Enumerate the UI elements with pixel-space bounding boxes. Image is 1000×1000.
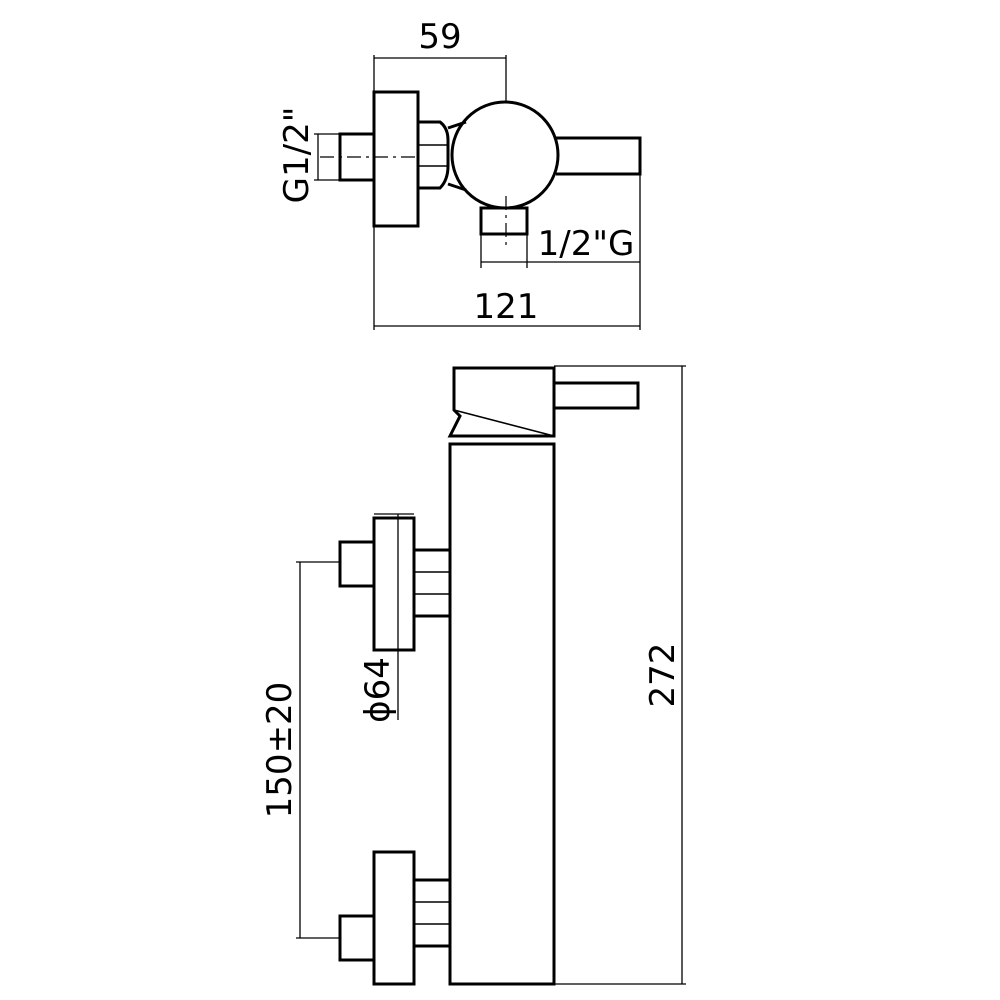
dim-g12-label: G1/2" — [277, 107, 317, 204]
side-upper-hex-nut — [412, 548, 452, 618]
dim-272-label: 272 — [643, 643, 683, 708]
top-view: 59 G1/2" 1/2"G 121 — [277, 17, 642, 330]
side-view: 150±20 ϕ64 272 — [260, 365, 686, 986]
dim-64-label: ϕ64 — [358, 657, 398, 723]
side-upper-pipe — [338, 540, 376, 588]
dim-59-label: 59 — [418, 17, 461, 57]
side-lower-hex-nut — [412, 878, 452, 948]
top-outlet — [479, 206, 529, 236]
top-valve-body — [450, 100, 560, 210]
dim-12g-label: 1/2"G — [538, 224, 635, 264]
side-lever — [554, 381, 640, 410]
side-head — [447, 366, 556, 438]
dim-121-label: 121 — [474, 287, 539, 327]
dim-150-label: 150±20 — [260, 682, 300, 819]
side-upper-flange — [372, 516, 416, 652]
side-lower-pipe — [338, 914, 376, 962]
top-wall-flange — [372, 90, 420, 228]
top-lever — [556, 136, 642, 176]
top-hex-nut — [416, 120, 450, 190]
side-lower-flange — [372, 850, 416, 986]
side-valve-body — [448, 442, 556, 986]
side-head-chamfer — [453, 409, 555, 437]
